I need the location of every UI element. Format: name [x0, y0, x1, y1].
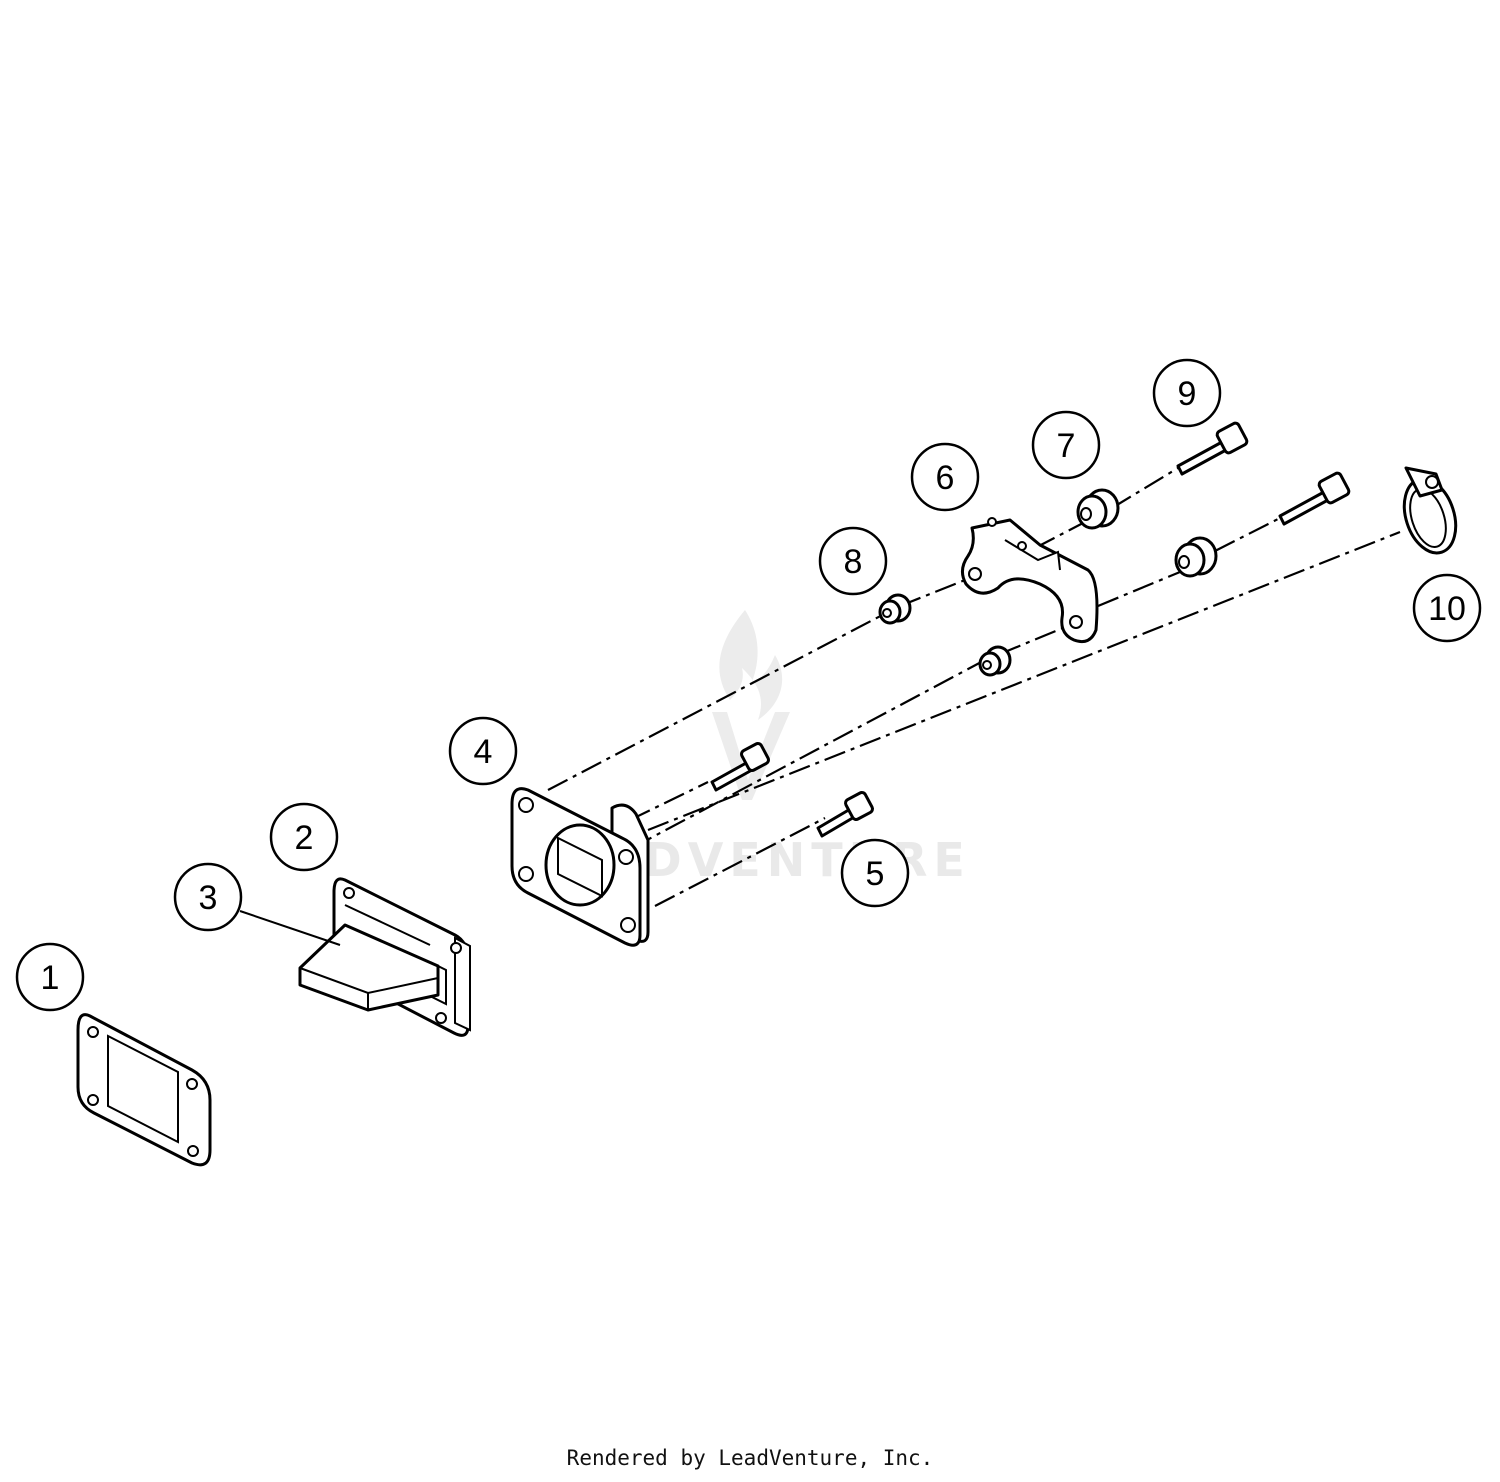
- rubber-damper-part: [1076, 488, 1120, 530]
- hose-clamp-part: [1402, 466, 1458, 555]
- alignment-lines: [547, 467, 1401, 907]
- svg-text:10: 10: [1428, 590, 1466, 628]
- callout-10: 10: [1412, 573, 1482, 643]
- callout-3: 3: [173, 862, 243, 932]
- bushing-part: [978, 645, 1012, 677]
- leader-line-3: [239, 910, 341, 946]
- reed-petal-part: [298, 923, 440, 1012]
- rubber-damper-part: [1174, 536, 1218, 578]
- footer-credit: Rendered by LeadVenture, Inc.: [566, 1446, 934, 1470]
- bracket-part: [961, 517, 1099, 644]
- callout-4: 4: [448, 716, 518, 786]
- callout-2: 2: [269, 802, 339, 872]
- svg-text:7: 7: [1057, 427, 1076, 465]
- intake-manifold-part: [510, 787, 650, 947]
- svg-text:2: 2: [295, 819, 314, 857]
- callout-8: 8: [818, 526, 888, 596]
- bushing-part: [878, 593, 912, 625]
- bolt-part: [1278, 471, 1351, 526]
- callout-7: 7: [1031, 410, 1101, 480]
- svg-text:1: 1: [41, 959, 60, 997]
- svg-text:3: 3: [199, 879, 218, 917]
- callout-6: 6: [910, 442, 980, 512]
- svg-text:5: 5: [866, 855, 885, 893]
- callout-9: 9: [1152, 358, 1222, 428]
- bolt-part: [1176, 421, 1249, 476]
- svg-text:4: 4: [474, 733, 493, 771]
- bolt-part: [816, 791, 874, 838]
- callout-1: 1: [15, 942, 85, 1012]
- svg-text:8: 8: [844, 543, 863, 581]
- bolt-part: [710, 742, 770, 792]
- svg-text:6: 6: [936, 459, 955, 497]
- gasket-part: [76, 1013, 212, 1167]
- svg-text:9: 9: [1178, 375, 1197, 413]
- callout-5: 5: [840, 838, 910, 908]
